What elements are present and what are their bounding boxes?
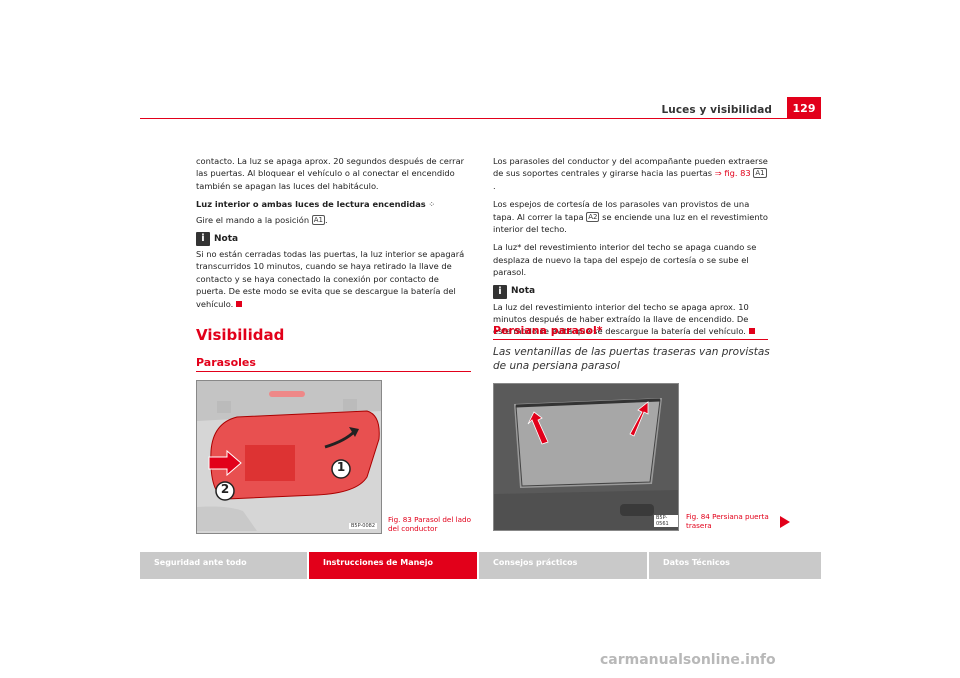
right-column: Los parasoles del conductor y del acompa… [493,155,768,344]
figure-code-83: B5P-0082 [348,523,377,529]
caption-fig-84: Fig. 84 Persiana puerta trasera [686,512,769,530]
label-a1-right: A1 [753,168,767,179]
heading-rule-parasoles [196,371,471,372]
caption-fig-84-line1: Fig. 84 Persiana puerta [686,512,769,521]
end-marker-icon [236,300,243,307]
info-icon: i [196,232,210,247]
end-marker-icon [748,328,755,335]
fig-83-link[interactable]: ⇒ fig. 83 [714,168,751,179]
left-para-1: contacto. La luz se apaga aprox. 20 segu… [196,156,465,191]
sun-visor-illustration [197,381,381,533]
note-label-right: Nota [511,286,536,297]
heading-parasoles: Parasoles [196,356,256,369]
note-label-left: Nota [214,233,239,244]
chapter-title: Luces y visibilidad [661,104,772,116]
caption-fig-83: Fig. 83 Parasol del lado del conductor [388,515,471,533]
door-blind-illustration [494,384,678,530]
heading-rule-persiana [493,339,768,340]
para1-end: . [493,180,496,191]
label-a1: A1 [311,214,325,225]
tab-instrucciones[interactable]: Instrucciones de Manejo [309,552,477,579]
right-para-1: Los parasoles del conductor y del acompa… [493,156,768,179]
callout-2: 2 [220,482,230,496]
label-a2: A2 [586,211,600,222]
info-icon: i [493,284,507,299]
next-page-arrow-icon[interactable] [780,516,790,528]
note-text-right: La luz del revestimiento interior del te… [493,301,749,337]
caption-fig-83-line2: del conductor [388,524,438,533]
page-number: 129 [787,97,821,119]
figure-84: B5P-0561 [493,383,679,531]
watermark: carmanualsonline.info [600,652,776,668]
right-para-2: Los espejos de cortesía de los parasoles… [493,199,750,222]
header-rule [140,118,821,119]
left-column: contacto. La luz se apaga aprox. 20 segu… [196,155,471,316]
tab-seguridad[interactable]: Seguridad ante todo [140,552,307,579]
heading-persiana: Persiana parasol* [493,324,603,337]
tab-datos-tecnicos[interactable]: Datos Técnicos [649,552,821,579]
reading-light-icon: ⁘ [428,200,436,210]
figure-code-84: B5P-0561 [654,515,678,527]
caption-fig-84-line2: trasera [686,521,712,530]
callout-1: 1 [336,460,346,474]
note-heading-left: i Nota [196,232,471,247]
persiana-subtitle: Las ventanillas de las puertas traseras … [493,346,770,372]
left-instruction: Gire el mando a la posición [196,214,310,225]
right-para-3: La luz* del revestimiento interior del t… [493,242,757,278]
note-heading-right: i Nota [493,284,768,299]
tab-consejos[interactable]: Consejos prácticos [479,552,647,579]
caption-fig-83-line1: Fig. 83 Parasol del lado [388,515,471,524]
heading-visibilidad: Visibilidad [196,326,285,344]
right-para-2-end: se enciende una luz en el revestimiento … [493,211,768,235]
instruction-end: . [324,214,328,225]
note-text-left: Si no están cerradas todas las puertas, … [196,249,465,309]
left-subhead: Luz interior o ambas luces de lectura en… [196,199,426,210]
figure-83: 1 2 B5P-0082 [196,380,382,534]
